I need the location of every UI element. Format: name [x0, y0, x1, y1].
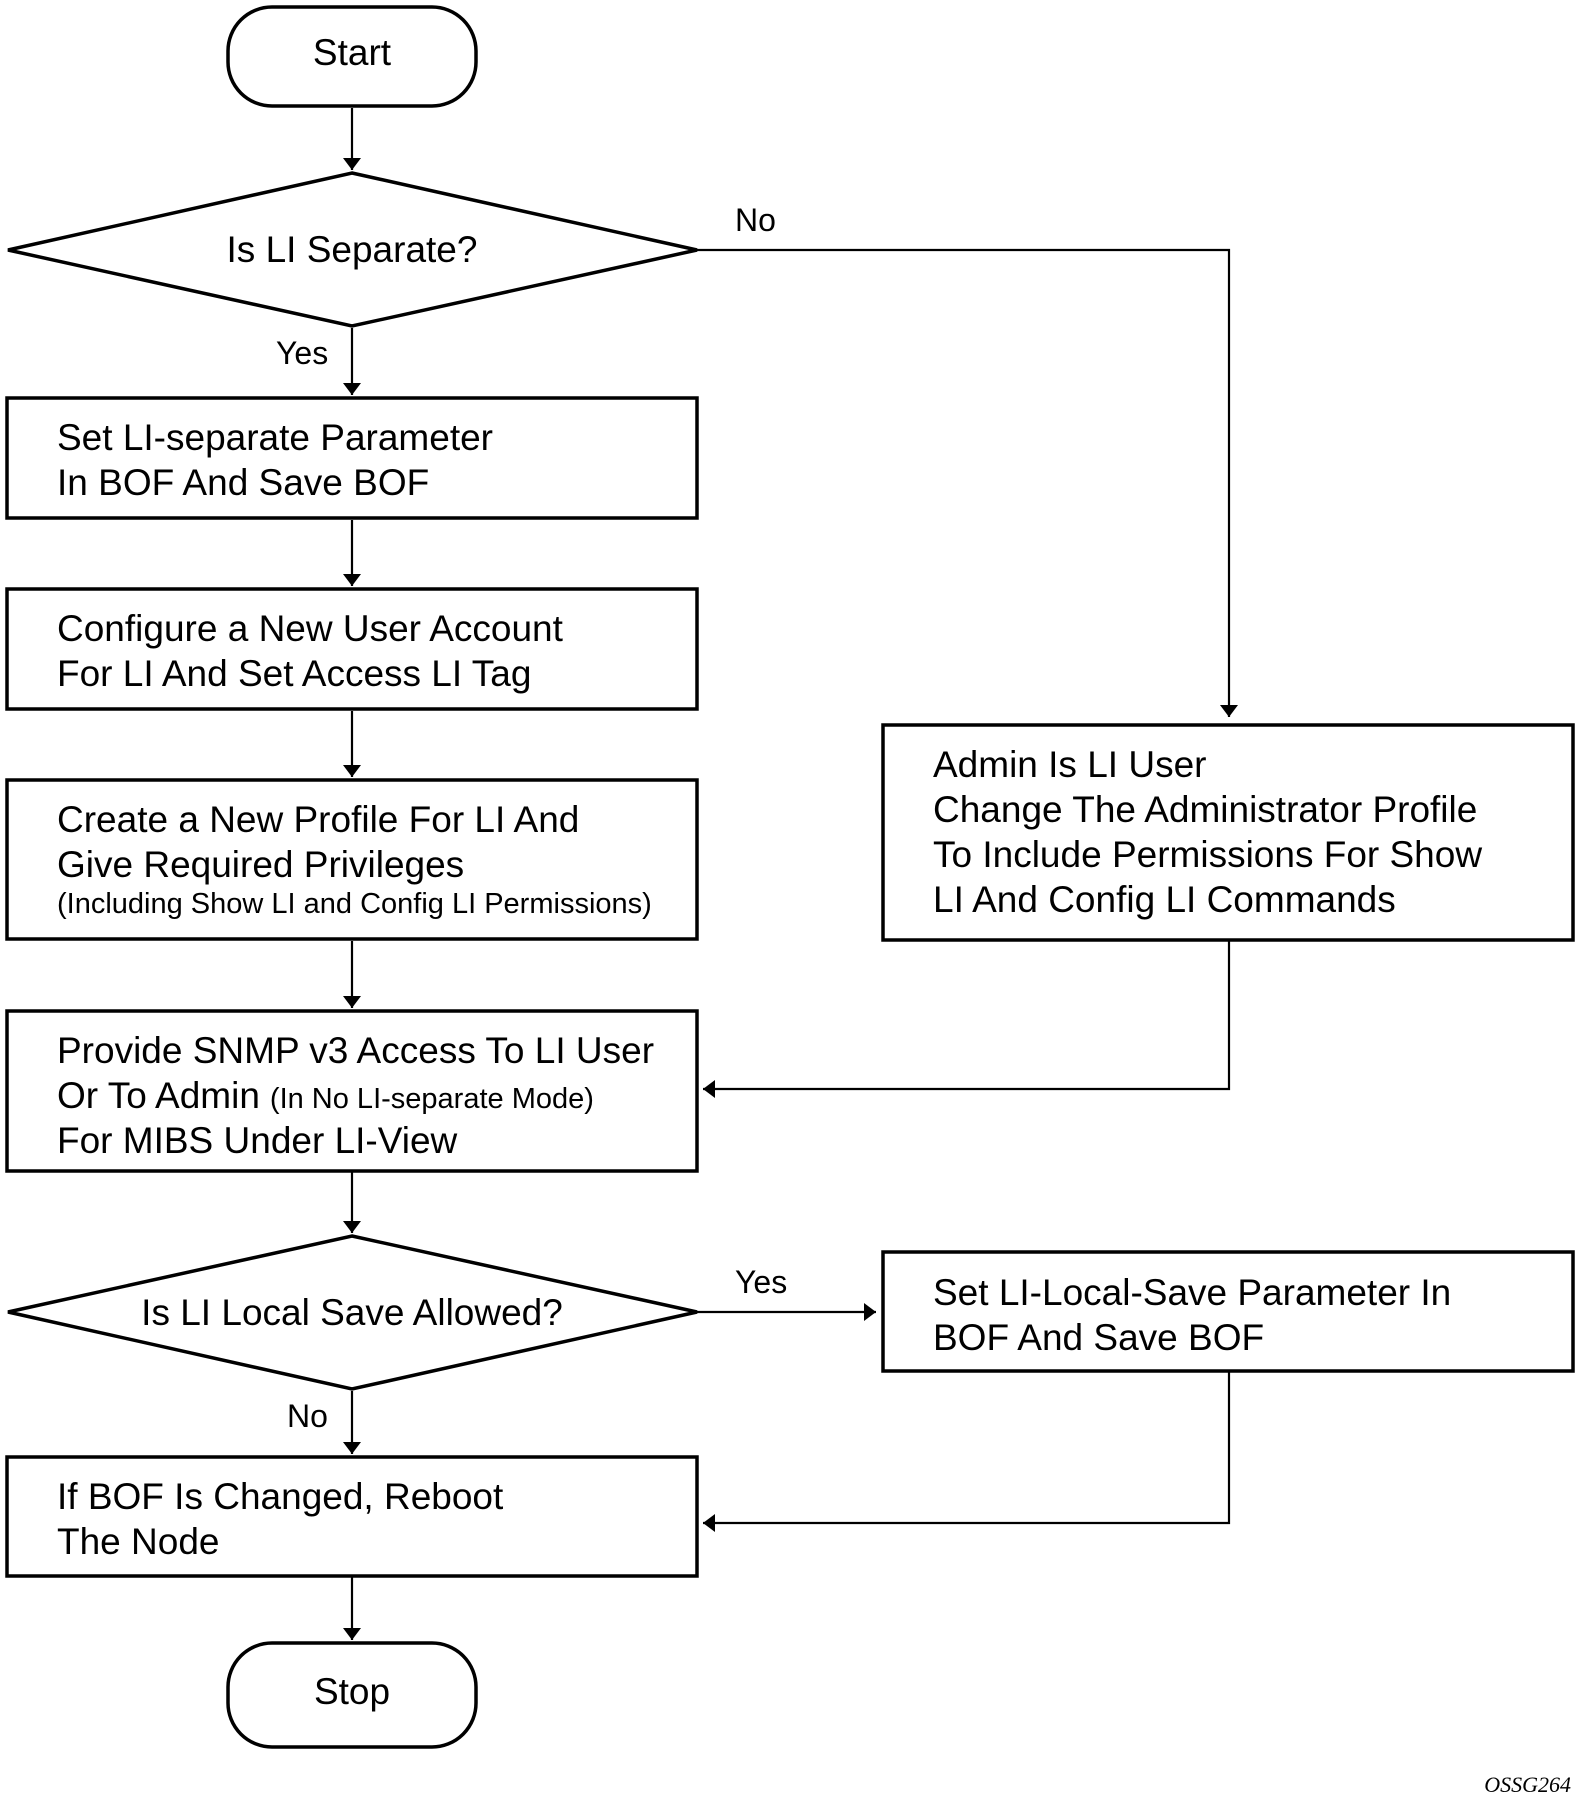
arrow-admin-user-to-provide-snmp — [703, 940, 1231, 1098]
admin-user-line-1: Admin Is LI User — [933, 744, 1206, 785]
arrow-separate-no-to-admin-user — [697, 248, 1238, 717]
set-local-save-line-1: Set LI-Local-Save Parameter In — [933, 1272, 1451, 1313]
provide-snmp-line-2-note: (In No LI-separate Mode) — [270, 1083, 594, 1115]
separate-no-label: No — [735, 202, 776, 238]
provide-snmp-line-2: Or To Admin (In No LI-separate Mode) — [57, 1075, 594, 1116]
admin-is-li-user-box: Admin Is LI User Change The Administrato… — [881, 723, 1575, 942]
provide-snmp-box: Provide SNMP v3 Access To LI User Or To … — [5, 1009, 699, 1173]
set-local-save-box: Set LI-Local-Save Parameter In BOF And S… — [881, 1250, 1575, 1373]
local-save-yes-label: Yes — [735, 1264, 787, 1300]
configure-user-line-1: Configure a New User Account — [57, 608, 564, 649]
reboot-line-1: If BOF Is Changed, Reboot — [57, 1476, 504, 1517]
admin-user-line-3: To Include Permissions For Show — [933, 834, 1482, 875]
set-li-separate-box: Set LI-separate Parameter In BOF And Sav… — [5, 396, 699, 520]
separate-yes-label: Yes — [276, 335, 328, 371]
configure-user-box: Configure a New User Account For LI And … — [5, 587, 699, 711]
create-profile-line-1: Create a New Profile For LI And — [57, 799, 579, 840]
arrow-set-local-save-to-reboot — [703, 1372, 1231, 1532]
figure-id-label: OSSG264 — [1484, 1772, 1571, 1797]
start-label: Start — [313, 32, 392, 73]
admin-user-line-2: Change The Administrator Profile — [933, 789, 1477, 830]
set-li-separate-line-2: In BOF And Save BOF — [57, 462, 429, 503]
is-local-save-label: Is LI Local Save Allowed? — [141, 1292, 563, 1333]
start-terminal: Start — [226, 5, 478, 108]
provide-snmp-line-3: For MIBS Under LI-View — [57, 1120, 458, 1161]
create-profile-box: Create a New Profile For LI And Give Req… — [5, 778, 699, 941]
is-li-separate-decision: Is LI Separate? — [7, 171, 698, 328]
is-local-save-decision: Is LI Local Save Allowed? — [7, 1234, 698, 1391]
reboot-line-2: The Node — [57, 1521, 220, 1562]
admin-user-line-4: LI And Config LI Commands — [933, 879, 1396, 920]
is-li-separate-label: Is LI Separate? — [227, 229, 478, 270]
local-save-no-label: No — [287, 1398, 328, 1434]
set-li-separate-line-1: Set LI-separate Parameter — [57, 417, 493, 458]
create-profile-line-3: (Including Show LI and Config LI Permiss… — [57, 888, 652, 920]
connectors — [343, 108, 1238, 1640]
provide-snmp-line-1: Provide SNMP v3 Access To LI User — [57, 1030, 654, 1071]
provide-snmp-line-2-main: Or To Admin — [57, 1075, 260, 1116]
create-profile-line-2: Give Required Privileges — [57, 844, 464, 885]
stop-label: Stop — [314, 1671, 390, 1712]
configure-user-line-2: For LI And Set Access LI Tag — [57, 653, 531, 694]
stop-terminal: Stop — [226, 1641, 478, 1749]
reboot-box: If BOF Is Changed, Reboot The Node — [5, 1455, 699, 1578]
set-local-save-line-2: BOF And Save BOF — [933, 1317, 1264, 1358]
